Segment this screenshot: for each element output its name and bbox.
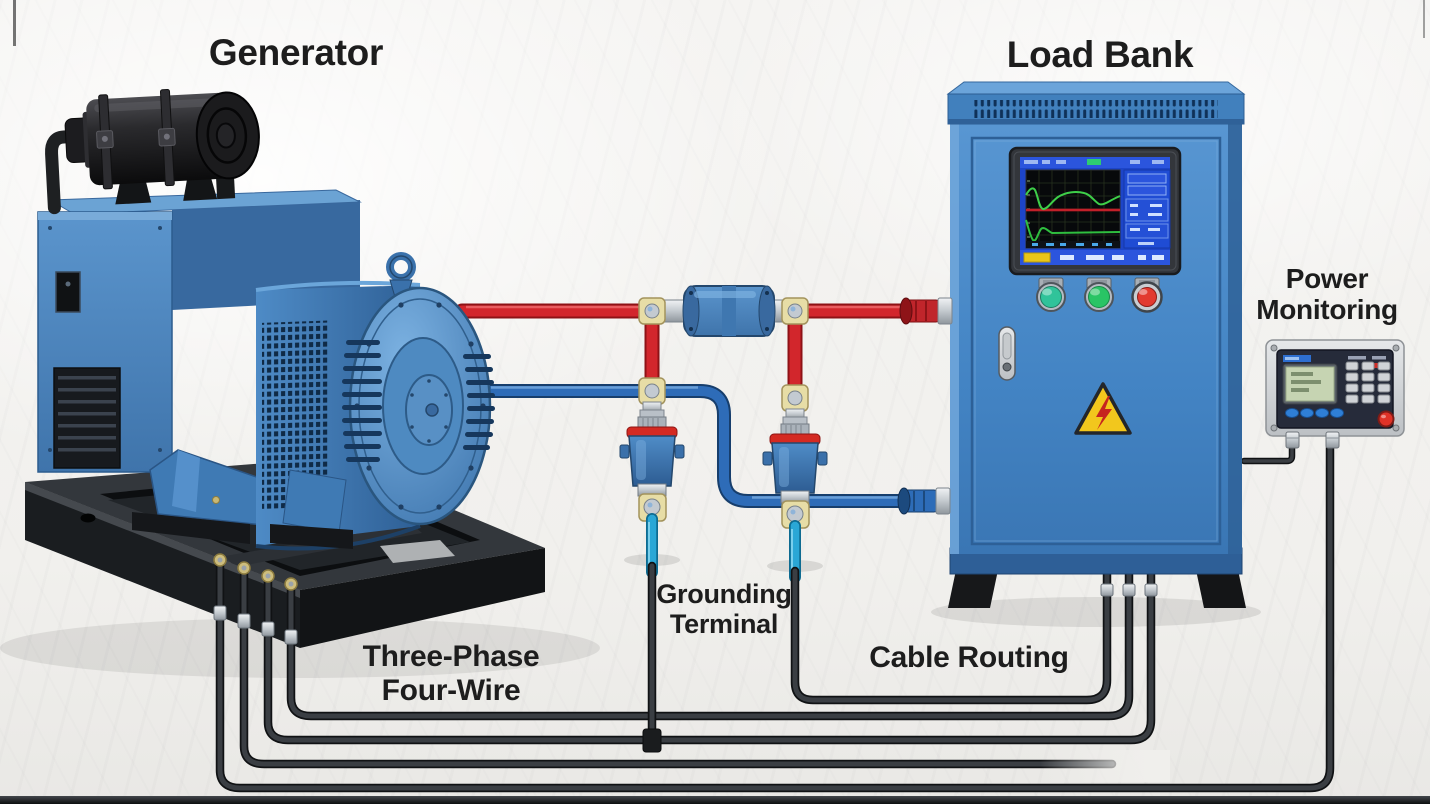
neutral-cable-blue [480,384,943,508]
cable-routing-bus [213,444,1330,788]
frame-edge-artifact-left [13,0,16,46]
drum-vent-grid [262,320,328,511]
cable-collar-silver [213,605,298,645]
voltage-trace [1025,187,1121,211]
cabinet-vent-slots [974,100,1218,118]
grounding-terminal-left [619,377,685,578]
tee-connector [642,728,662,753]
cable-coupler [663,285,795,337]
power-monitoring-label-line2: Monitoring [1256,294,1398,326]
three-phase-four-wire-label: Three-Phase Four-Wire [363,640,540,707]
face-louvers-left [342,340,382,462]
phase-inlet-connector [899,297,953,325]
grounding-terminal-label-line1: Grounding [656,579,792,609]
cabinet-foot [948,570,998,608]
three-phase-label-line1: Three-Phase [362,640,540,673]
face-louvers-right [463,354,495,450]
screen-status-badge [1087,159,1101,165]
frame-edge-artifact-right [1423,0,1425,38]
door-handle[interactable] [998,326,1016,381]
exhaust-pipe [45,129,95,215]
current-trace [1025,219,1121,242]
load-bank-label: Load Bank [1006,34,1194,75]
cable-collar-silver [1100,583,1158,597]
grounding-terminal-label: Grounding Terminal [656,579,792,640]
muffler [45,89,260,215]
screen-menu-panel [1123,169,1171,249]
grounding-terminal-label-line2: Terminal [669,609,779,640]
cable-fade-shadow [1040,750,1170,782]
alternator-face [342,286,495,526]
generator-control-box [37,189,362,473]
muffler-strap [96,94,114,190]
generator-label: Generator [208,32,384,73]
cable-routing-label: Cable Routing [869,641,1069,674]
neutral-inlet-connector [897,487,951,515]
high-voltage-icon [1074,382,1132,435]
power-monitoring-label: Power Monitoring [1256,263,1398,326]
monitor-keypad[interactable] [1345,361,1391,404]
muffler-strap [158,89,176,187]
screen-alarm-badge [1023,252,1051,263]
box-louver-grille [53,367,121,469]
grounding-terminal-right [762,384,828,583]
monitor-lcd [1282,363,1338,405]
cabinet-foot [1196,570,1246,608]
monitor-red-button[interactable] [1377,410,1395,428]
box-switch-panel [55,271,81,313]
indicator-button-green-1[interactable] [1036,277,1066,312]
indicator-button-green-2[interactable] [1084,277,1114,312]
load-bank-cabinet [897,81,1246,608]
power-monitor-device [1265,339,1405,449]
mounting-screws [1270,344,1400,432]
monitor-function-buttons[interactable] [1285,408,1344,418]
three-phase-label-line2: Four-Wire [381,673,521,707]
indicator-button-red[interactable] [1131,277,1163,313]
junction-block [781,297,809,325]
load-bank-screen [1008,146,1182,276]
power-monitoring-label-line1: Power [1285,263,1369,294]
junction-block [638,297,666,325]
monitor-cable-glands [1285,431,1340,449]
cable-gland-brass [213,553,298,591]
bottom-edge-cable [0,796,1430,804]
load-bank-shadow [931,597,1261,627]
